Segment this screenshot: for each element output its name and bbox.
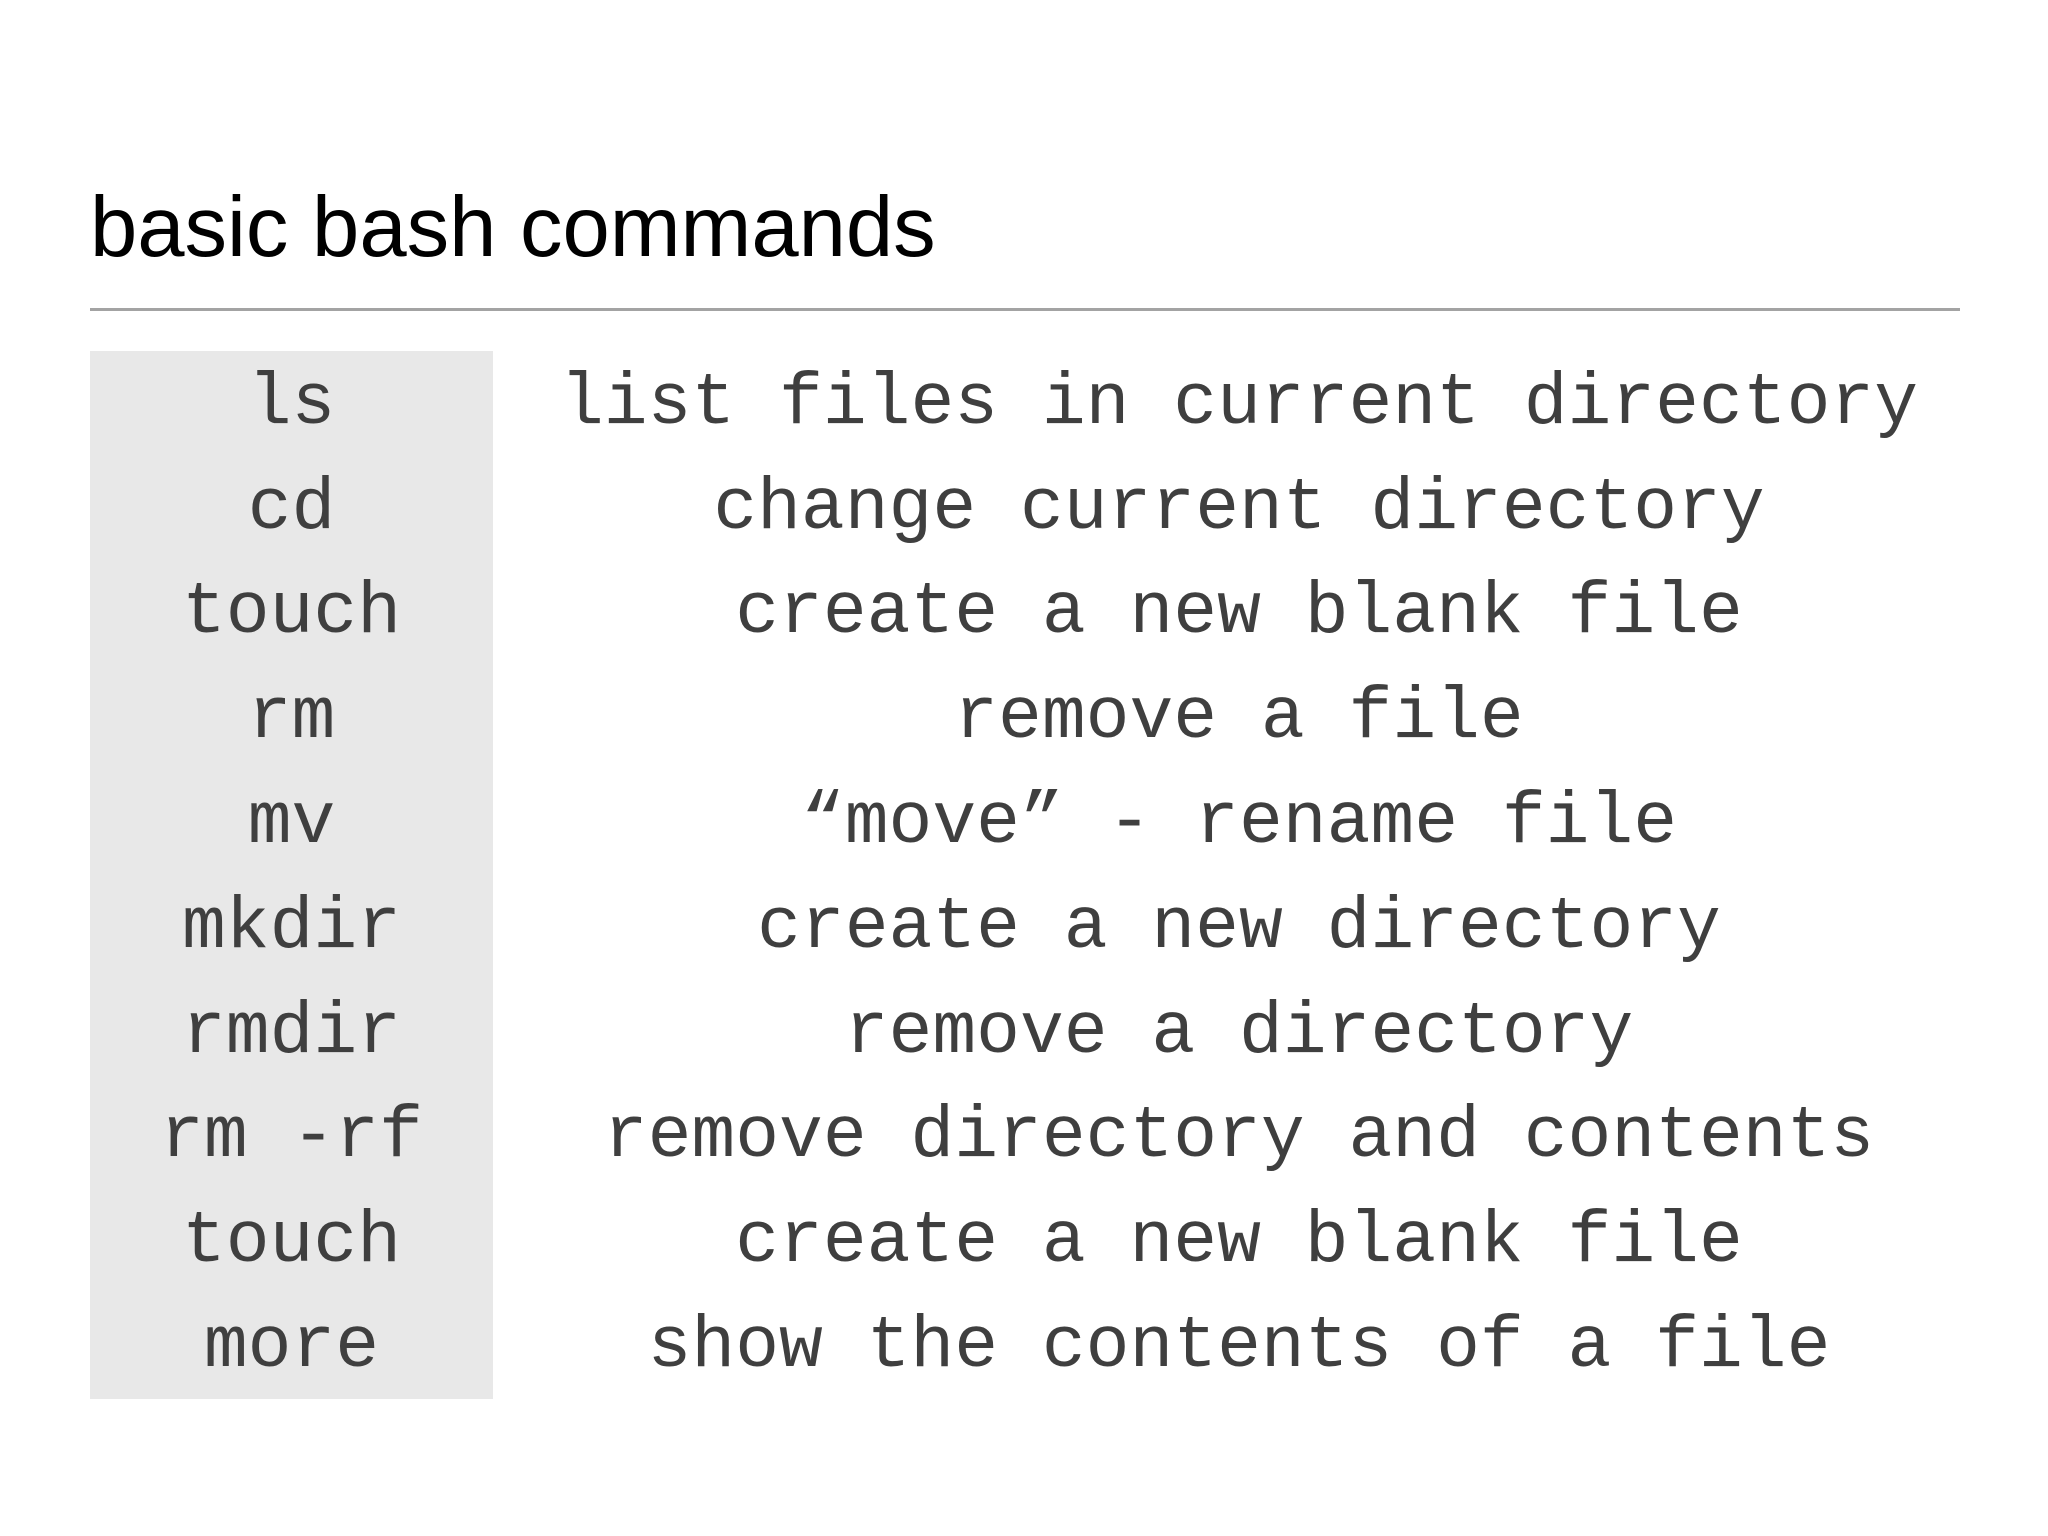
table-row: mkdir create a new directory — [90, 874, 1985, 980]
command-text: touch — [181, 1200, 402, 1284]
command-text: rm — [247, 676, 336, 760]
table-row: touch create a new blank file — [90, 560, 1985, 666]
command-cell: rm -rf — [90, 1084, 493, 1190]
table-row: rmdir remove a directory — [90, 979, 1985, 1085]
title-divider — [90, 308, 1960, 311]
table-row: ls list files in current directory — [90, 351, 1985, 456]
command-text: ls — [247, 361, 336, 445]
description-cell: create a new blank file — [493, 1189, 1985, 1294]
description-cell: change current directory — [493, 456, 1985, 561]
description-cell: create a new blank file — [493, 561, 1985, 666]
description-text: “move” - rename file — [800, 781, 1678, 865]
command-cell: ls — [90, 351, 493, 456]
command-text: mv — [247, 781, 336, 865]
table-row: cd change current directory — [90, 455, 1985, 561]
description-cell: remove directory and contents — [493, 1085, 1985, 1190]
command-text: mkdir — [181, 885, 402, 969]
table-row: more show the contents of a file — [90, 1294, 1985, 1399]
command-cell: rm — [90, 665, 493, 771]
command-cell: rmdir — [90, 979, 493, 1085]
command-text: cd — [247, 466, 336, 550]
description-text: create a new directory — [757, 885, 1721, 969]
description-cell: “move” - rename file — [493, 770, 1985, 875]
description-text: create a new blank file — [735, 571, 1743, 655]
description-text: remove a file — [954, 676, 1524, 760]
command-cell: touch — [90, 560, 493, 666]
command-text: rmdir — [181, 990, 402, 1074]
command-text: more — [203, 1305, 380, 1389]
table-row: touch create a new blank file — [90, 1189, 1985, 1295]
description-cell: show the contents of a file — [493, 1294, 1985, 1399]
command-cell: cd — [90, 455, 493, 561]
table-row: mv “move” - rename file — [90, 770, 1985, 875]
description-cell: remove a file — [493, 665, 1985, 770]
command-cell: touch — [90, 1189, 493, 1295]
commands-table: ls list files in current directory cd ch… — [90, 351, 1985, 1399]
slide-title: basic bash commands — [90, 180, 936, 275]
description-text: list files in current directory — [559, 361, 1919, 445]
command-cell: mkdir — [90, 874, 493, 980]
description-text: create a new blank file — [735, 1200, 1743, 1284]
description-text: change current directory — [713, 466, 1765, 550]
description-text: remove a directory — [844, 990, 1634, 1074]
command-cell: more — [90, 1294, 493, 1399]
command-text: rm -rf — [160, 1095, 423, 1179]
command-text: touch — [181, 571, 402, 655]
description-cell: list files in current directory — [493, 351, 1985, 456]
description-cell: create a new directory — [493, 875, 1985, 980]
table-row: rm remove a file — [90, 665, 1985, 771]
table-row: rm -rf remove directory and contents — [90, 1084, 1985, 1190]
command-cell: mv — [90, 770, 493, 875]
description-text: show the contents of a file — [647, 1305, 1831, 1389]
description-cell: remove a directory — [493, 980, 1985, 1085]
description-text: remove directory and contents — [603, 1095, 1875, 1179]
